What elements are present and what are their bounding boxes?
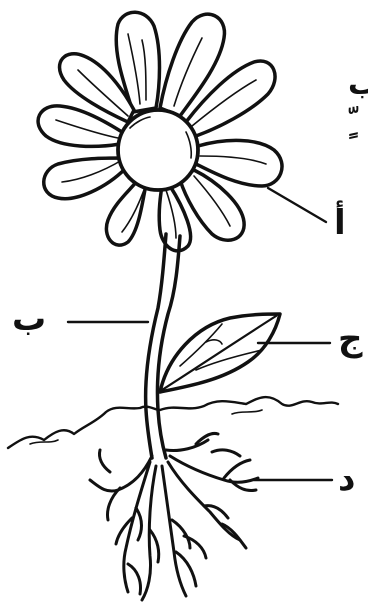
label-root: د	[338, 462, 355, 496]
flower-head	[38, 12, 282, 251]
stem	[146, 234, 180, 458]
roots	[90, 433, 258, 600]
leaf	[160, 314, 280, 392]
label-flower: أ	[334, 206, 346, 240]
cropped-text-top: ب	[348, 70, 368, 100]
label-leaf: ج	[338, 322, 363, 356]
label-stem: ب	[12, 302, 46, 336]
leader-line-flower	[268, 188, 326, 222]
flower-center	[118, 110, 198, 190]
petal	[106, 180, 146, 245]
